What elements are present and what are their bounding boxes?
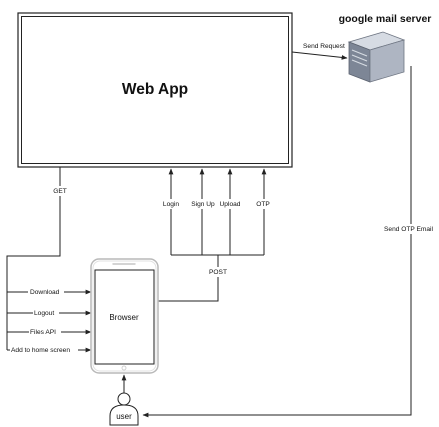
browser-node: Browser bbox=[90, 258, 159, 374]
logout-label: Logout bbox=[34, 310, 54, 317]
web-app-node: Web App bbox=[17, 12, 293, 168]
download-label: Download bbox=[30, 289, 60, 296]
login-label: Login bbox=[163, 201, 179, 208]
user-label: user bbox=[116, 412, 132, 421]
sign-up-label: Sign Up bbox=[191, 201, 215, 208]
mail-server-node: google mail server bbox=[339, 13, 432, 83]
send-otp-email-label: Send OTP Email bbox=[384, 226, 434, 233]
user-node: user bbox=[109, 392, 139, 426]
upload-label: Upload bbox=[220, 201, 241, 208]
web-app-label: Web App bbox=[122, 81, 188, 98]
mail-server-label: google mail server bbox=[339, 13, 432, 25]
edge-get-actions: Download Logout Files API Add to home sc… bbox=[7, 287, 92, 354]
edge-send-request: Send Request bbox=[291, 43, 348, 60]
browser-screen bbox=[94, 269, 155, 365]
post-label: POST bbox=[209, 269, 227, 276]
edge-get: GET bbox=[6, 167, 70, 350]
browser-label: Browser bbox=[109, 313, 139, 322]
otp-label: OTP bbox=[256, 201, 270, 208]
edge-send-otp-email: Send OTP Email bbox=[142, 66, 436, 418]
files-api-label: Files API bbox=[30, 329, 56, 336]
add-to-home-screen-label: Add to home screen bbox=[11, 347, 70, 354]
person-icon bbox=[109, 392, 139, 426]
get-label: GET bbox=[53, 188, 67, 195]
server-tower-icon bbox=[347, 31, 406, 83]
edge-post-group: Login Sign Up Upload OTP POST bbox=[158, 168, 275, 302]
send-request-label: Send Request bbox=[303, 43, 345, 50]
